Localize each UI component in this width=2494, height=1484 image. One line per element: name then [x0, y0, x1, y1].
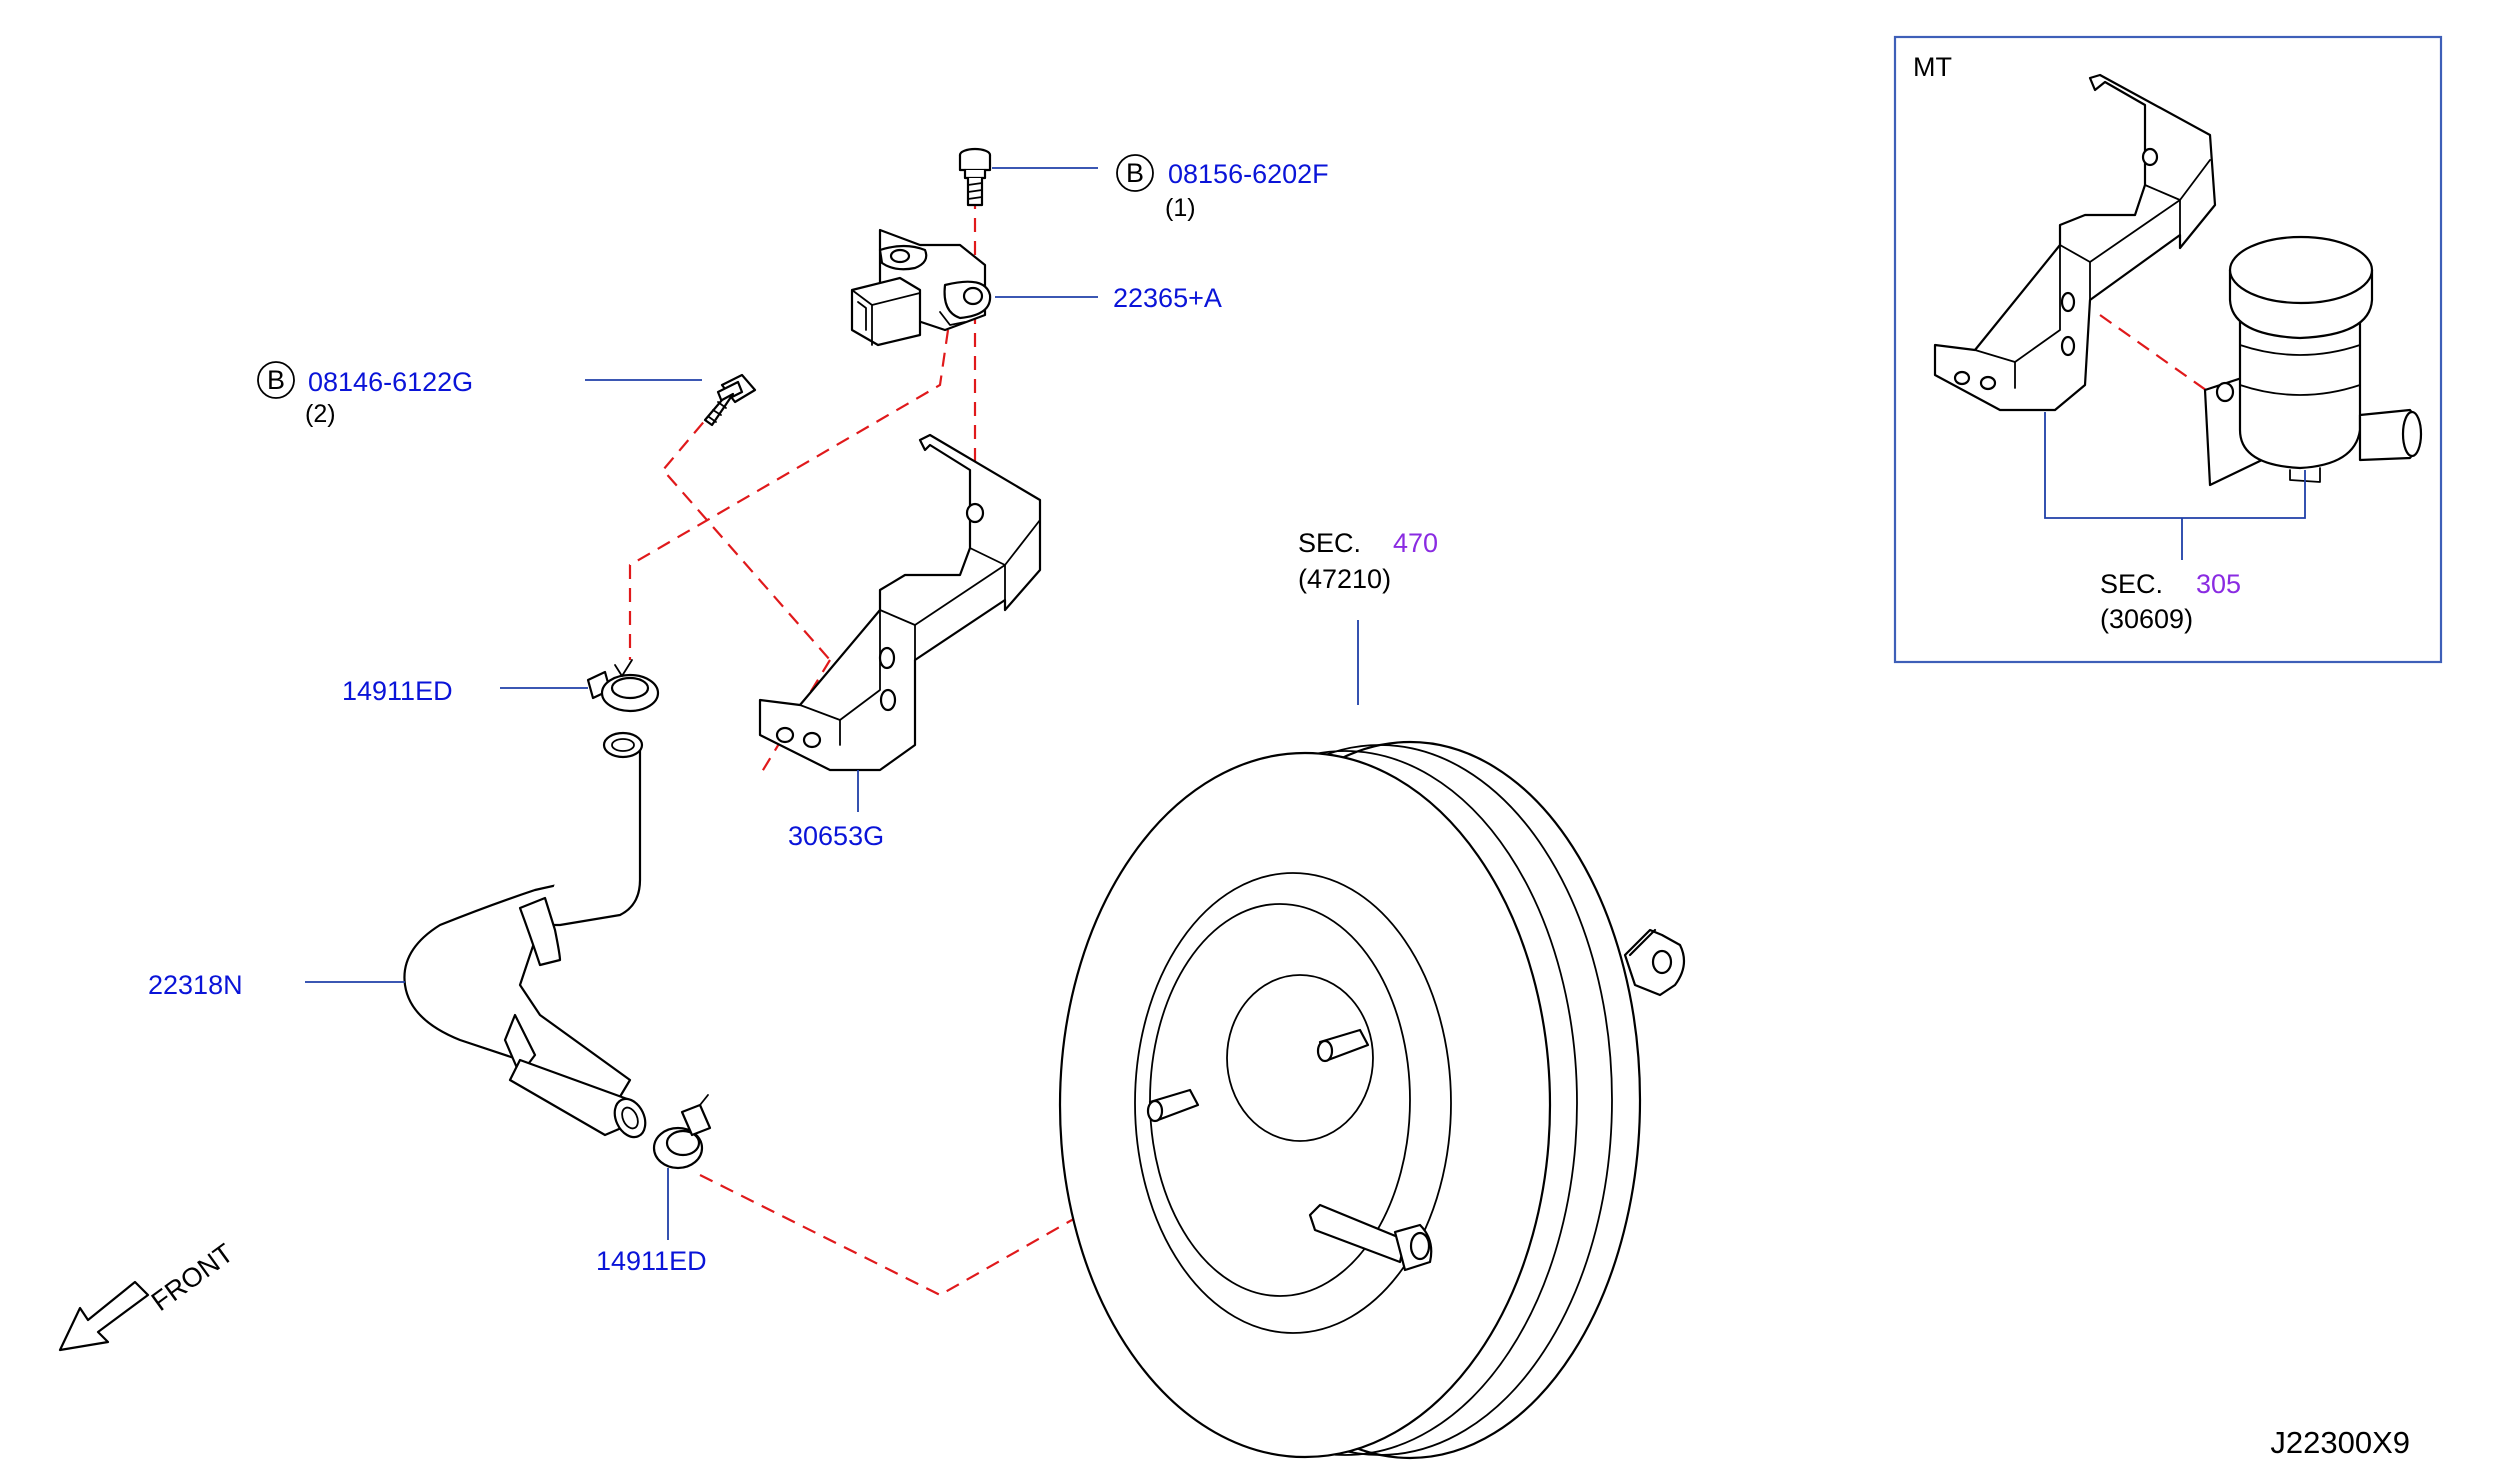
b-marker-top: [1116, 154, 1154, 192]
mt-leader: [2044, 412, 2306, 560]
mt-inset-title: MT: [1913, 52, 1952, 82]
front-direction: FRONT: [58, 1238, 239, 1352]
callout-bolt-top: B 08156-6202F (1): [1116, 154, 1329, 222]
mt-inset-frame: [1893, 35, 2443, 664]
part-no-14911ed-upper: 14911ED: [342, 676, 453, 706]
callout-booster-section: SEC. 470 (47210): [1298, 528, 1438, 594]
mt-reservoir-drawing: [2203, 235, 2423, 487]
assembly-guide-lines: [628, 195, 2221, 1297]
lower-clamp-drawing: [652, 1094, 712, 1170]
mt-sec-no-305: 305: [2196, 569, 2241, 599]
ref-47210: (47210): [1298, 564, 1391, 594]
sec-label-booster: SEC.: [1298, 528, 1361, 558]
diagram-code: J22300X9: [2270, 1425, 2410, 1460]
qty-bolt-top: (1): [1165, 194, 1196, 222]
pressure-sensor-drawing: [850, 228, 992, 347]
b-marker-top-text: B: [1126, 158, 1144, 188]
mt-bracket-drawing: [1933, 73, 2217, 412]
part-no-08146-6122g: 08146-6122G: [308, 367, 473, 397]
brake-booster-drawing: [1058, 740, 1686, 1460]
part-no-22318n: 22318N: [148, 970, 243, 1000]
vacuum-hose-drawing: [403, 731, 647, 1139]
mt-ref-30609: (30609): [2100, 604, 2193, 634]
leader-lines: [305, 167, 1359, 1240]
front-arrow-icon: [58, 1280, 150, 1352]
part-no-22365-a: 22365+A: [1113, 283, 1222, 313]
bolt-top-drawing: [958, 147, 992, 207]
sec-no-470: 470: [1393, 528, 1438, 558]
part-no-14911ed-lower: 14911ED: [596, 1246, 707, 1276]
callout-bolt-left: B 08146-6122G (2): [257, 361, 473, 428]
bracket-drawing: [758, 433, 1042, 772]
part-no-30653g: 30653G: [788, 821, 884, 851]
mt-inset: MT SEC. 305 (30609): [1893, 35, 2443, 664]
mt-sec-label: SEC.: [2100, 569, 2163, 599]
upper-clamp-drawing: [586, 659, 660, 713]
front-label: FRONT: [146, 1238, 239, 1317]
bolt-left-drawing: [703, 373, 757, 427]
b-marker-left-text: B: [267, 365, 285, 395]
b-marker-left: [257, 361, 295, 399]
part-no-08156-6202f: 08156-6202F: [1168, 159, 1329, 189]
qty-bolt-left: (2): [305, 400, 336, 428]
